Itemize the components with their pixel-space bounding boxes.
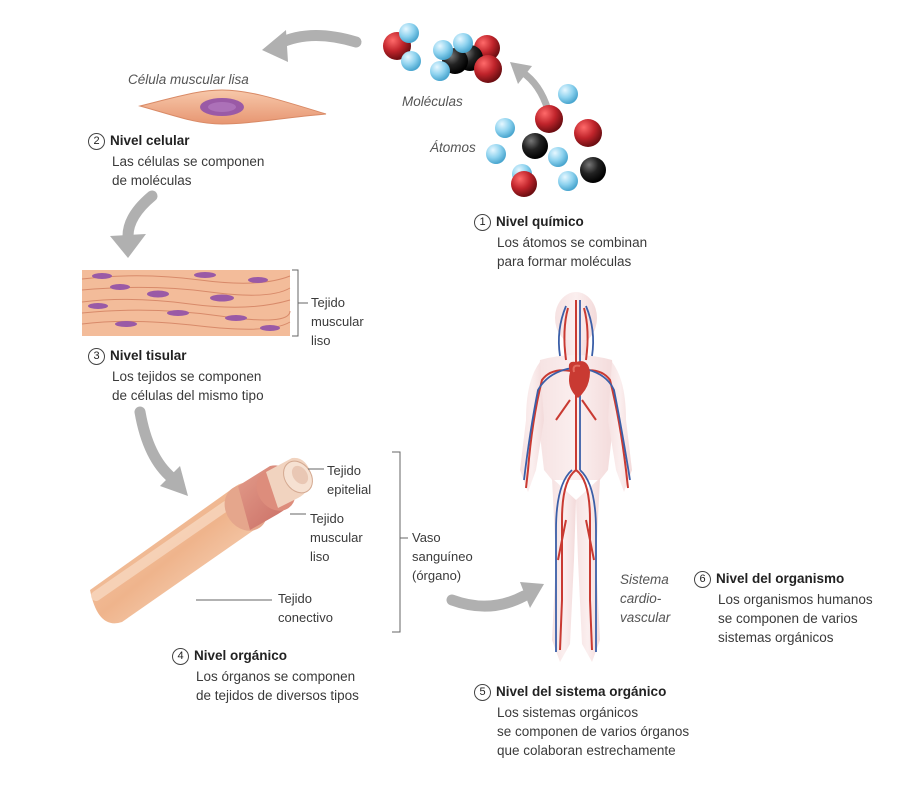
step-3-number: 3 [88,348,105,365]
system-label-2: cardio- [620,591,662,606]
chemical-desc-2: para formar moléculas [497,254,632,269]
organism-desc-1: Los organismos humanos [718,592,873,607]
system-desc-1: Los sistemas orgánicos [497,705,639,720]
step-1-number: 1 [474,214,491,231]
organ-muscle-label-1: Tejido [310,511,344,526]
system-level-title: 5 Nivel del sistema orgánico [474,682,666,701]
step-5-number: 5 [474,684,491,701]
arrow-tissue-to-organ [134,406,188,496]
organ-muscle-label-2: muscular [310,530,363,545]
organism-level-heading: Nivel del organismo [716,571,845,586]
tissue-level-title: 3 Nivel tisular [88,346,187,365]
step-2-number: 2 [88,133,105,150]
chemical-desc-1: Los átomos se combinan [497,235,648,250]
organism-desc-2: se componen de varios [718,611,858,626]
connective-label-1: Tejido [278,591,312,606]
molecules-label: Moléculas [402,94,463,109]
step-4-number: 4 [172,648,189,665]
system-label-3: vascular [620,610,671,625]
organ-muscle-label-3: liso [310,549,330,564]
chemical-level-title: 1 Nivel químico [474,212,584,231]
epithelial-label-2: epitelial [327,482,372,497]
organism-desc-3: sistemas orgánicos [718,630,834,645]
step-6-number: 6 [694,571,711,588]
cellular-level-title: 2 Nivel celular [88,131,190,150]
arrow-molecules-to-cell [262,30,362,62]
chemical-level-heading: Nivel químico [496,214,584,229]
tissue-desc-1: Los tejidos se componen [112,369,262,384]
arrow-organ-to-system [446,582,544,612]
system-level-heading: Nivel del sistema orgánico [496,684,667,699]
organ-level-heading: Nivel orgánico [194,648,288,663]
tissue-label-1: Tejido [311,295,345,310]
blood-vessel [90,451,408,633]
epithelial-label-1: Tejido [327,463,361,478]
cellular-level-heading: Nivel celular [110,133,190,148]
organism-level-title: 6 Nivel del organismo [694,569,844,588]
vessel-label-2: sanguíneo [412,549,473,564]
organ-desc-1: Los órganos se componen [196,669,356,684]
connective-label-2: conectivo [278,610,333,625]
atoms-label: Átomos [430,140,476,155]
cardiovascular-figure [520,292,632,662]
cell-label: Célula muscular lisa [128,72,249,87]
tissue-label-3: liso [311,333,331,348]
smooth-muscle-cell [138,89,327,125]
vessel-label-1: Vaso [412,530,441,545]
molecules-illustration [383,23,502,83]
vessel-label-3: (órgano) [412,568,462,583]
system-label-1: Sistema [620,572,669,587]
organ-desc-2: de tejidos de diversos tipos [196,688,359,703]
organ-level-title: 4 Nivel orgánico [172,646,287,665]
system-desc-3: que colaboran estrechamente [497,743,676,758]
tissue-label-2: muscular [311,314,364,329]
system-desc-2: se componen de varios órganos [497,724,690,739]
arrow-cell-to-tissue [110,190,158,258]
tissue-desc-2: de células del mismo tipo [112,388,264,403]
muscle-tissue [81,269,308,337]
atoms-illustration [486,84,606,197]
arrow-atoms-to-molecules [510,62,552,114]
cellular-desc-2: de moléculas [112,173,192,188]
cellular-desc-1: Las células se componen [112,154,265,169]
tissue-level-heading: Nivel tisular [110,348,187,363]
